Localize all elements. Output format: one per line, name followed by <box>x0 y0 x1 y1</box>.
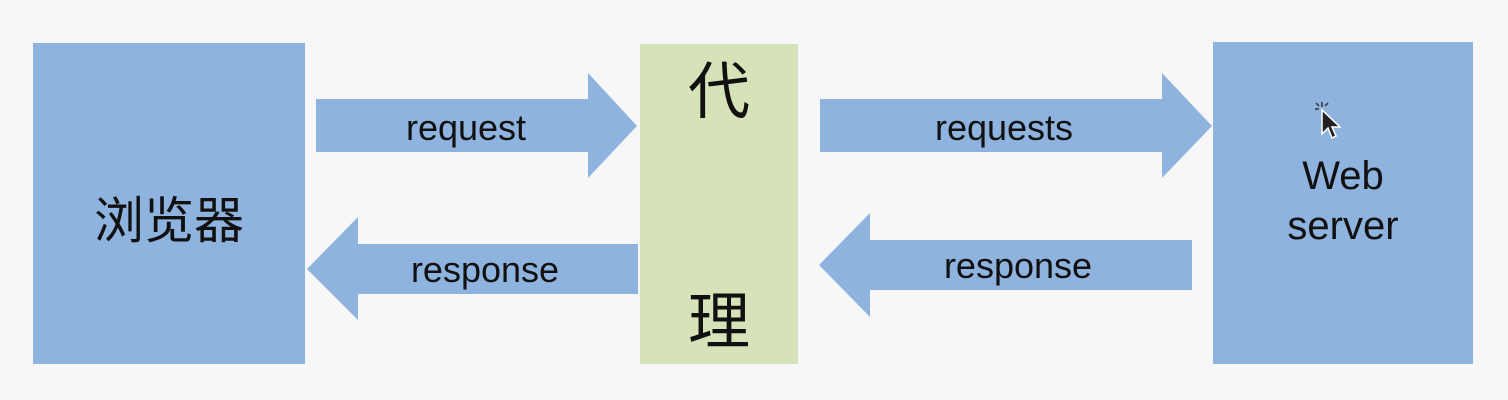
web-server-node: Web server <box>1213 42 1473 364</box>
arrow-proxy-to-server: requests <box>820 73 1212 178</box>
mouse-cursor-icon <box>1315 102 1342 140</box>
arrow-label-request: request <box>406 107 526 148</box>
proxy-label-top: 代 <box>687 55 750 128</box>
arrow-server-to-proxy: response <box>819 213 1192 317</box>
proxy-node: 代 理 <box>640 44 798 364</box>
arrow-label-requests: requests <box>935 107 1073 148</box>
browser-label: 浏览器 <box>94 192 244 250</box>
arrow-browser-to-proxy: request <box>316 73 637 178</box>
web-server-label: Web server <box>1287 154 1399 248</box>
arrow-proxy-to-browser: response <box>307 217 638 320</box>
arrow-label-response-left: response <box>411 249 559 290</box>
browser-node: 浏览器 <box>33 43 305 364</box>
proxy-label-bottom: 理 <box>687 285 750 358</box>
arrow-label-response-right: response <box>944 245 1092 286</box>
